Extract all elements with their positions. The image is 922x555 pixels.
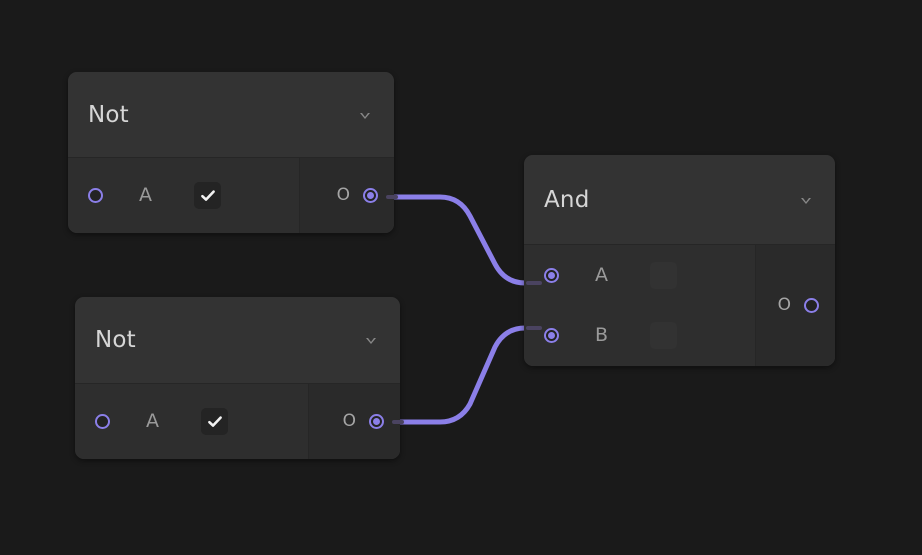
node-outputs: O [299,158,394,233]
node-title: Not [95,327,136,353]
output-port-label: O [336,185,350,205]
output-port-row: O [756,297,819,314]
input-checkbox-a[interactable] [201,408,228,435]
node-header[interactable]: Not [75,297,400,384]
node-title: Not [88,101,129,128]
chevron-down-icon[interactable] [795,189,817,211]
wire-stub-not1-out [386,195,398,199]
input-checkbox-a[interactable] [194,182,221,209]
node-inputs: A [68,158,299,233]
connection-wire[interactable] [390,194,543,286]
node-outputs: O [755,245,835,366]
input-port-row: B [524,306,755,367]
output-port-row: O [300,187,378,204]
output-port-o[interactable] [369,414,384,429]
output-port-o[interactable] [804,298,819,313]
input-port-a[interactable] [544,267,559,283]
node-header[interactable]: And [524,155,835,245]
chevron-down-icon[interactable] [360,329,382,351]
output-port-label: O [777,295,791,315]
node-inputs: A [75,384,308,459]
input-checkbox-a[interactable] [650,261,677,289]
wire-stub-not2-out [392,420,404,424]
input-port-a[interactable] [95,414,110,429]
node-header[interactable]: Not [68,72,394,158]
connection-wire[interactable] [396,325,543,425]
output-port-o[interactable] [363,188,378,203]
input-port-row: A [75,384,308,459]
input-checkbox-b[interactable] [650,322,678,350]
chevron-down-icon[interactable] [354,104,376,126]
output-port-row: O [309,413,384,430]
wire-stub-and-in-a [526,281,542,285]
node-outputs: O [308,384,400,459]
input-port-row: A [524,245,755,306]
node-title: And [544,186,590,213]
input-port-a[interactable] [88,188,103,203]
input-port-label: A [595,263,608,286]
input-port-row: A [68,158,299,233]
input-port-label: A [139,184,152,206]
input-port-b[interactable] [544,328,559,344]
wire-stub-and-in-b [526,326,542,330]
output-port-label: O [342,411,356,431]
input-port-label: B [595,324,609,347]
input-port-label: A [146,410,159,432]
